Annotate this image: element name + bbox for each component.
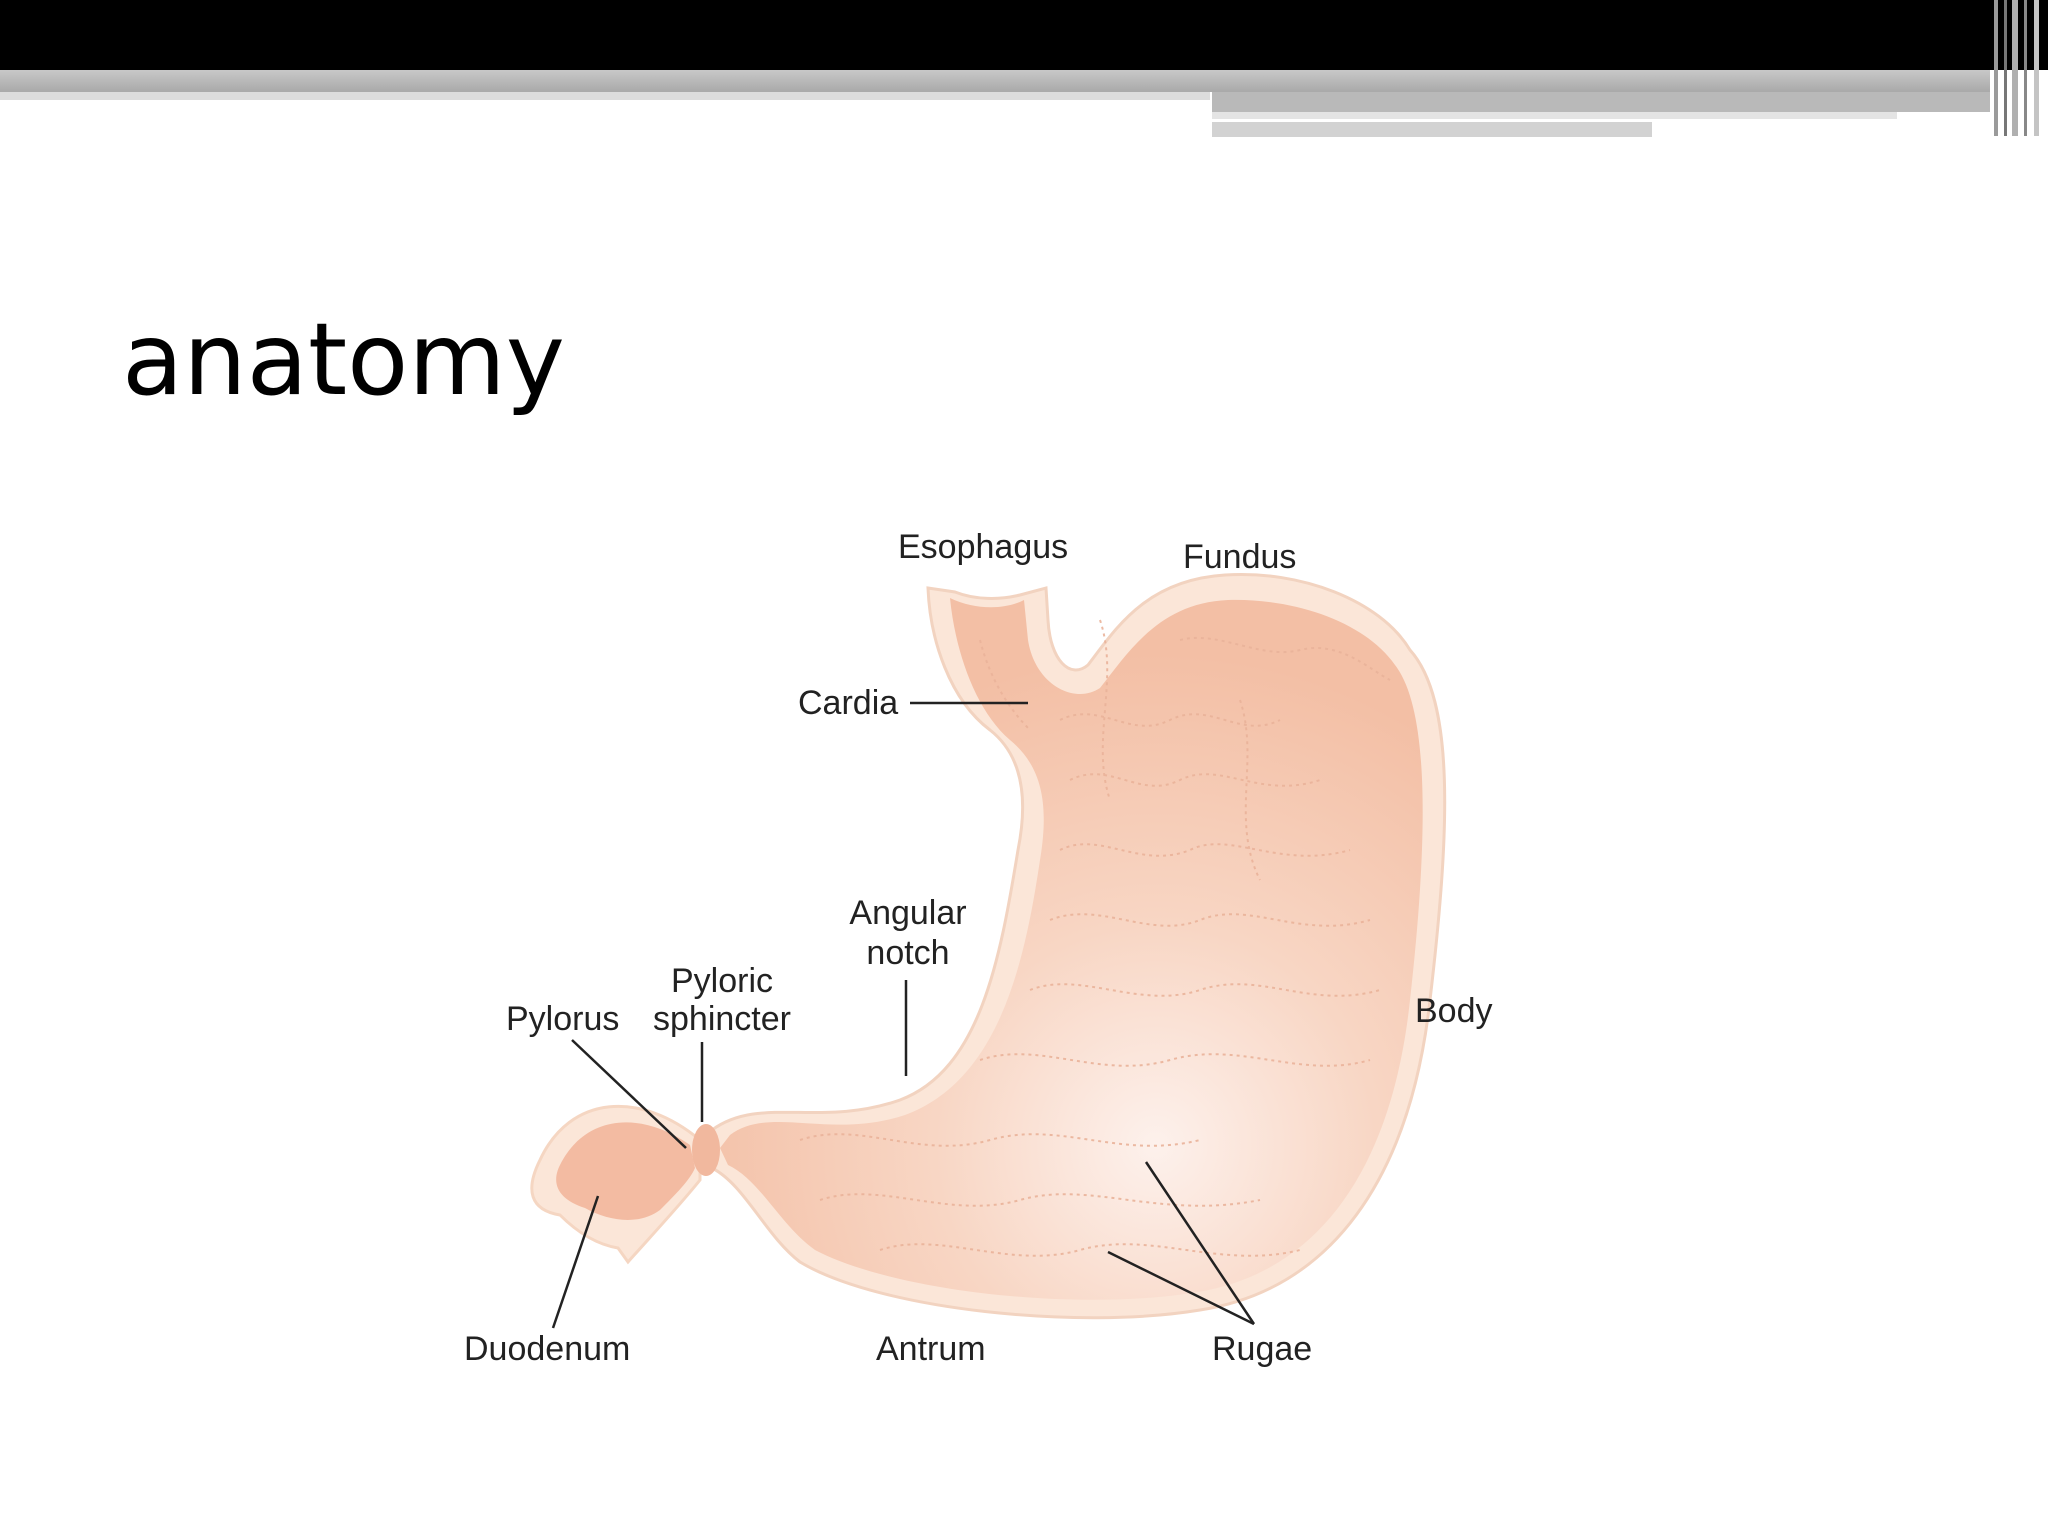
rugae-leader-1 (1144, 1161, 1256, 1325)
label-pyloric-sphincter-line1: Pyloric (671, 962, 773, 1000)
label-pyloric-sphincter-line2: sphincter (653, 1000, 791, 1038)
duodenum-inner (556, 1122, 695, 1220)
slide-title: anatomy (122, 301, 565, 418)
header-light-stripe-right (1212, 112, 1897, 119)
header-light-stripe (0, 92, 1210, 100)
rugae-leader-2 (1107, 1250, 1255, 1326)
label-antrum: Antrum (876, 1330, 986, 1368)
label-duodenum: Duodenum (464, 1330, 630, 1368)
label-rugae: Rugae (1212, 1330, 1312, 1368)
edge-line (2004, 0, 2007, 136)
edge-line (1994, 0, 1998, 136)
edge-line (2012, 0, 2018, 136)
header-gray-stripe-right (1212, 92, 1990, 112)
header-black-bar (0, 0, 2048, 70)
label-angular-notch-line2: notch (866, 934, 949, 972)
label-esophagus: Esophagus (898, 528, 1068, 566)
label-angular-notch-line1: Angular (849, 894, 966, 932)
rugae-folds (799, 619, 1391, 1257)
stomach-inner (720, 598, 1423, 1300)
label-body: Body (1415, 992, 1493, 1030)
label-pylorus: Pylorus (506, 1000, 619, 1038)
header-gray-stripe (0, 70, 1990, 92)
pyloric-constriction (692, 1124, 720, 1176)
pylorus-leader (571, 1039, 687, 1149)
edge-line (2034, 0, 2039, 136)
label-fundus: Fundus (1183, 538, 1296, 576)
edge-line (2024, 0, 2027, 136)
duodenum-leader (551, 1195, 600, 1329)
header-stripe-short (1212, 122, 1652, 137)
leader-lines (551, 701, 1256, 1329)
label-cardia: Cardia (798, 684, 898, 722)
